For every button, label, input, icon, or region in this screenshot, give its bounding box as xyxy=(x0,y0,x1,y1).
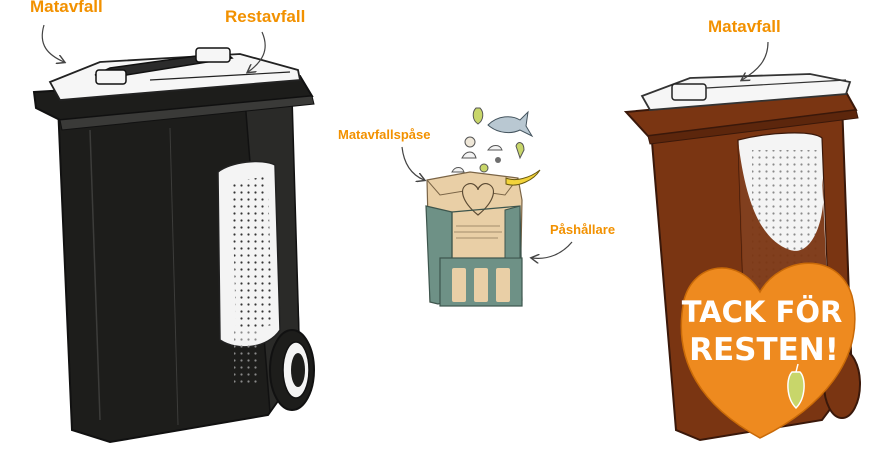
fish-icon xyxy=(487,110,534,138)
food-waste-bag-holder xyxy=(425,171,523,307)
arrow-pashallare xyxy=(532,241,573,258)
label-matavfallspase: Matavfallspåse xyxy=(338,127,431,142)
label-restavfall: Restavfall xyxy=(225,7,306,26)
bag-heart-logo xyxy=(461,183,495,216)
arrow-left-matavfall xyxy=(41,24,64,62)
label-right-matavfall: Matavfall xyxy=(708,17,781,36)
slogan-line1: TACK FÖR xyxy=(682,295,843,329)
arrow-restavfall xyxy=(248,31,266,72)
banana-icon xyxy=(505,169,541,186)
arrow-matavfallspase xyxy=(401,146,424,180)
black-bin xyxy=(32,47,315,444)
apple-core-icon xyxy=(472,107,484,125)
label-pashallare: Påshållare xyxy=(550,222,616,237)
tack-for-resten-heart: TACK FÖR RESTEN! xyxy=(680,262,856,439)
apple-core-icon xyxy=(787,371,805,410)
food-scraps xyxy=(451,107,541,186)
eggshell-icon xyxy=(461,151,477,159)
black-bin-lid xyxy=(48,53,302,101)
arrow-right-matavfall xyxy=(742,41,769,80)
slogan-line2: RESTEN! xyxy=(689,332,839,368)
label-left-matavfall: Matavfall xyxy=(30,0,103,16)
